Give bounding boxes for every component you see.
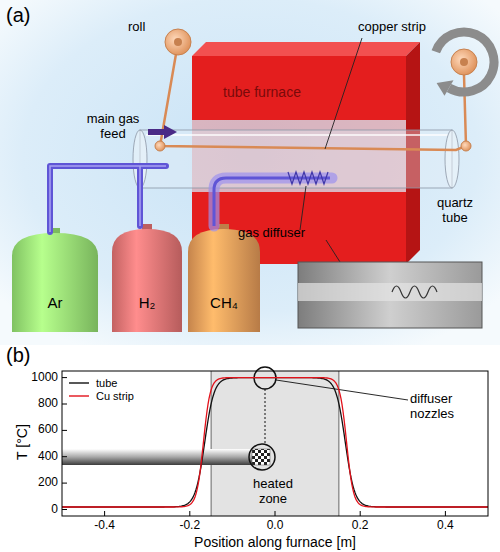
tick-mark xyxy=(62,456,67,457)
callout-label: heated zone xyxy=(247,477,299,507)
roll-axle xyxy=(174,38,182,46)
strip-temperature-curve xyxy=(62,378,488,507)
tick-label: 200 xyxy=(14,476,58,490)
panel-letter: (a) xyxy=(6,4,30,27)
tick-mark xyxy=(275,511,276,516)
photo-tube xyxy=(298,283,482,301)
tube-temperature-curve xyxy=(62,378,488,507)
gas-cylinder: Ar xyxy=(12,228,98,332)
axis-group xyxy=(62,378,445,516)
feed-arrow xyxy=(148,129,166,135)
tick-label: 0.0 xyxy=(255,519,295,533)
furnace-top xyxy=(192,42,420,56)
tick-mark xyxy=(62,509,67,510)
cylinder-body xyxy=(12,233,98,332)
feed-arrow-head xyxy=(164,125,177,139)
inset-photo xyxy=(298,262,482,328)
node-text: Ar xyxy=(12,294,98,311)
legend-line xyxy=(69,395,89,396)
tick-label: -0.2 xyxy=(170,519,210,533)
leader-line xyxy=(300,186,306,230)
part-label: roll xyxy=(128,20,145,35)
part-label: quartz tube xyxy=(432,196,478,226)
gas-pipe xyxy=(50,166,166,232)
rotation-arrow-head xyxy=(437,80,454,96)
part-label: copper strip xyxy=(358,20,426,35)
gas-cylinder: CH₄ xyxy=(188,224,260,332)
roll-axle xyxy=(460,58,468,66)
node-text: tube furnace xyxy=(202,84,322,100)
tick-mark xyxy=(445,511,446,516)
plot-frame xyxy=(62,371,488,516)
axis-title: T [°C] xyxy=(14,412,30,472)
nozzle-sketch xyxy=(252,449,270,465)
node-outline xyxy=(188,224,260,332)
tick-label: 1000 xyxy=(14,371,58,385)
tube-highlight xyxy=(146,134,448,136)
node-outline xyxy=(12,228,98,332)
tick-label: 800 xyxy=(14,397,58,411)
legend-text: tube xyxy=(96,377,117,389)
tick-mark xyxy=(104,511,105,516)
tick-mark xyxy=(62,430,67,431)
tick-mark xyxy=(62,483,67,484)
pipe-highlight xyxy=(50,166,166,232)
callout-label: diffuser nozzles xyxy=(410,392,472,422)
guide-pulley xyxy=(461,141,471,151)
diffuser-nozzles xyxy=(288,172,328,184)
tick-label: 0 xyxy=(14,503,58,517)
tick-label: 0.2 xyxy=(340,519,380,533)
node-text: H₂ xyxy=(112,294,182,311)
take-up-roll xyxy=(451,49,477,75)
leader-line xyxy=(276,380,408,400)
tick-mark xyxy=(189,511,190,516)
leader-line xyxy=(326,240,340,262)
nozzle-circle xyxy=(249,444,275,470)
furnace-front xyxy=(192,56,406,120)
heated-zone-band xyxy=(211,371,339,516)
tick-mark xyxy=(62,377,67,378)
legend-swatch xyxy=(68,378,92,388)
part-label: main gas feed xyxy=(86,112,140,142)
panel-background xyxy=(0,0,500,345)
copper-strip xyxy=(160,54,466,150)
diffuser-core xyxy=(214,178,330,226)
gas-cylinder: H₂ xyxy=(112,224,182,332)
node-text: CH₄ xyxy=(188,294,260,311)
leader-line xyxy=(325,38,362,149)
legend-swatch xyxy=(68,391,92,401)
panel-letter: (b) xyxy=(6,344,30,367)
legend-item: tube xyxy=(68,377,117,389)
axis-title: Position along furnace [m] xyxy=(75,534,475,550)
photo-spiral xyxy=(392,286,437,298)
legend-item: Cu strip xyxy=(68,390,134,402)
tick-label: -0.4 xyxy=(85,519,125,533)
tube-end xyxy=(445,130,459,188)
curve-group xyxy=(62,378,488,507)
dotted-guide xyxy=(265,389,266,444)
diffuser-sketch xyxy=(62,449,252,465)
gas-diffuser xyxy=(214,178,332,226)
supply-roll xyxy=(165,29,191,55)
part-label: gas diffuser xyxy=(238,226,305,241)
node-outline xyxy=(112,224,182,332)
legend-line xyxy=(69,382,89,383)
tick-mark xyxy=(62,404,67,405)
guide-pulley xyxy=(155,141,165,151)
cylinder-body xyxy=(188,229,260,332)
tick-label: 0.4 xyxy=(425,519,465,533)
tick-mark xyxy=(360,511,361,516)
cylinder-body xyxy=(112,229,182,332)
legend-text: Cu strip xyxy=(96,390,134,402)
